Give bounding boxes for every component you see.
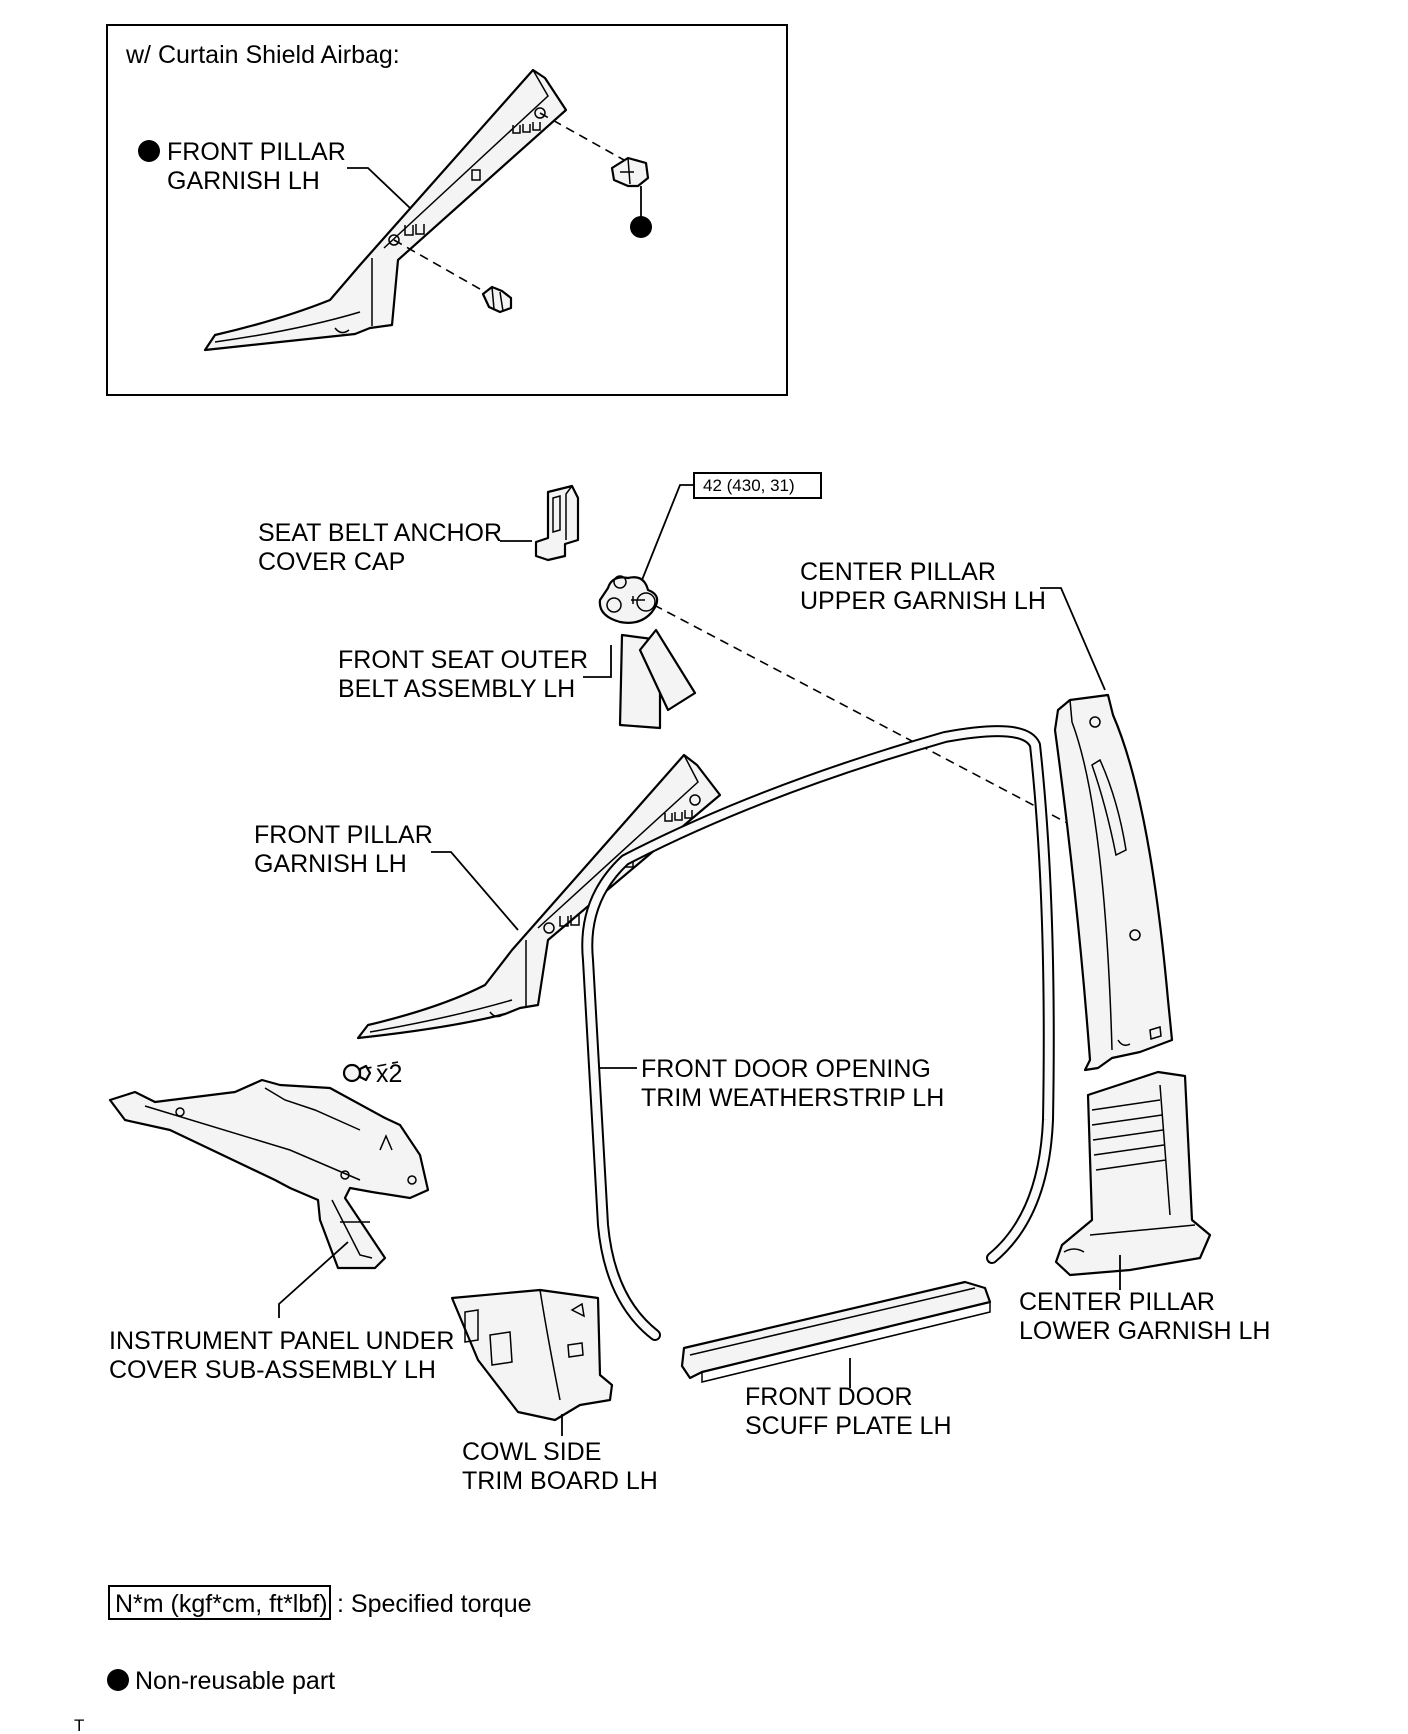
- center-upper-leader: [1040, 587, 1106, 691]
- inset-garnish-label-line1: FRONT PILLAR: [167, 138, 346, 166]
- inset-frame: [106, 24, 788, 396]
- ip-under-cover-label-line2: COVER SUB-ASSEMBLY LH: [109, 1356, 436, 1384]
- cowl-side-label-line2: TRIM BOARD LH: [462, 1467, 658, 1495]
- belt-assembly-label-line1: FRONT SEAT OUTER: [338, 646, 588, 674]
- torque-leader: [637, 484, 694, 591]
- center-lower-label-line2: LOWER GARNISH LH: [1019, 1317, 1270, 1345]
- torque-unit-box: [108, 1585, 331, 1620]
- front-pillar-label-line2: GARNISH LH: [254, 850, 407, 878]
- front-pillar-leader: [431, 851, 519, 931]
- seat-belt-anchor-cover-cap: [534, 484, 580, 562]
- scuff-plate-label-line2: SCUFF PLATE LH: [745, 1412, 952, 1440]
- ip-under-cover-leader: [278, 1241, 349, 1318]
- inset-non-reusable-dot-icon: [630, 216, 652, 238]
- weatherstrip-label-line2: TRIM WEATHERSTRIP LH: [641, 1084, 944, 1112]
- clip-quantity: x2: [376, 1060, 402, 1088]
- seat-belt-cap-label-line2: COVER CAP: [258, 548, 405, 576]
- non-reusable-description: Non-reusable part: [135, 1667, 335, 1695]
- front-pillar-label-line1: FRONT PILLAR: [254, 821, 433, 849]
- center-lower-label-line1: CENTER PILLAR: [1019, 1288, 1215, 1316]
- torque-description: : Specified torque: [337, 1590, 532, 1618]
- inset-dashed-line-lower: [393, 239, 495, 298]
- torque-unit: N*m (kgf*cm, ft*lbf): [115, 1590, 328, 1618]
- ip-under-cover-label-line1: INSTRUMENT PANEL UNDER: [109, 1327, 454, 1355]
- cowl-side-trim-board: [450, 1288, 614, 1422]
- non-reusable-marker-icon: [138, 140, 160, 162]
- clip-x2-icon: [342, 1063, 372, 1083]
- cowl-side-label-line1: COWL SIDE: [462, 1438, 601, 1466]
- torque-value: 42 (430, 31): [703, 476, 795, 495]
- inset-front-pillar-garnish: [203, 68, 568, 352]
- belt-assembly-label-line2: BELT ASSEMBLY LH: [338, 675, 575, 703]
- belt-assembly-leader: [583, 645, 612, 678]
- front-door-scuff-plate: [680, 1280, 992, 1383]
- inset-pin-clip-icon: [481, 285, 513, 314]
- front-pillar-garnish: [356, 753, 722, 1040]
- inset-dashed-line-upper: [539, 112, 625, 161]
- center-pillar-upper-garnish: [1053, 693, 1174, 1072]
- scuff-plate-label-line1: FRONT DOOR: [745, 1383, 913, 1411]
- center-upper-label-line1: CENTER PILLAR: [800, 558, 996, 586]
- front-seat-outer-belt-assembly: [598, 575, 697, 730]
- seat-belt-cap-label-line1: SEAT BELT ANCHOR: [258, 519, 502, 547]
- center-upper-label-line2: UPPER GARNISH LH: [800, 587, 1046, 615]
- instrument-panel-under-cover: [108, 1078, 430, 1270]
- inset-garnish-leader: [347, 167, 411, 209]
- center-pillar-lower-garnish: [1054, 1070, 1212, 1277]
- inset-title: w/ Curtain Shield Airbag:: [125, 41, 400, 69]
- weatherstrip-label-line1: FRONT DOOR OPENING: [641, 1055, 931, 1083]
- front-door-opening-trim-weatherstrip: [581, 725, 1055, 1341]
- inset-garnish-label-line2: GARNISH LH: [167, 167, 320, 195]
- inset-clip-icon: [610, 156, 650, 188]
- non-reusable-legend-icon: [107, 1669, 129, 1691]
- bolt-dashed-line: [653, 604, 1091, 836]
- footer-code: T: [74, 1716, 84, 1734]
